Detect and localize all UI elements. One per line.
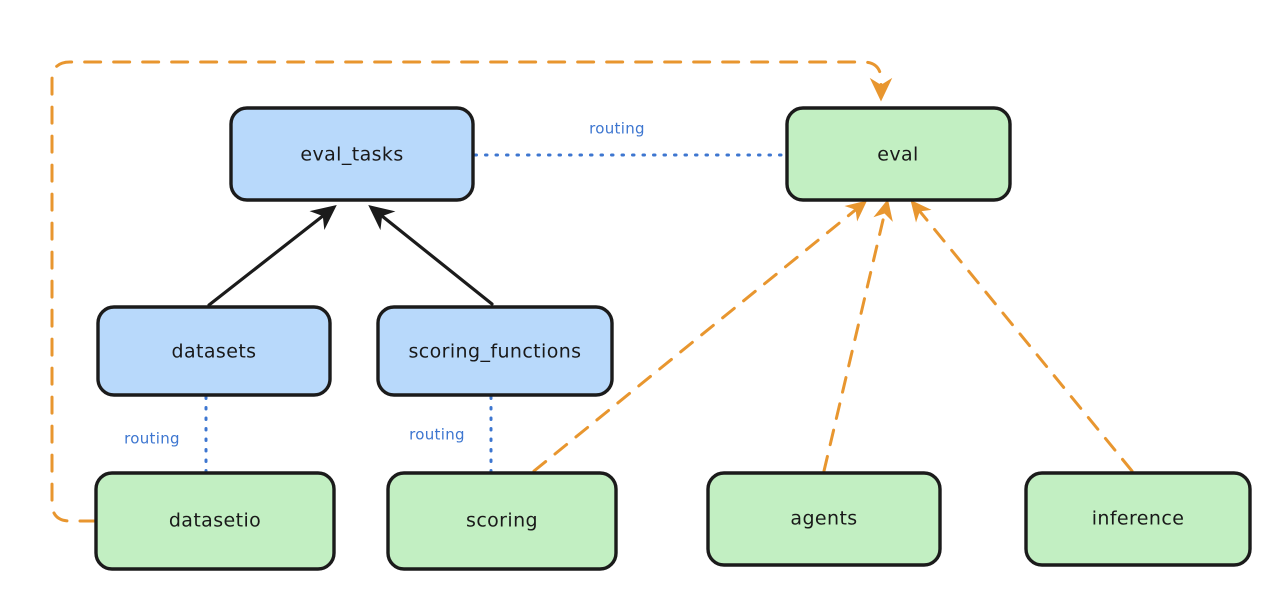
node-shape-agents[interactable] xyxy=(706,471,942,567)
edge-scoring_functions-to-eval_tasks xyxy=(368,205,494,306)
node-shape-datasetio[interactable] xyxy=(94,471,336,571)
edge-datasets-to-eval_tasks xyxy=(207,205,337,307)
edge-path-agents-eval xyxy=(822,199,893,473)
edge-path-scoring_functions-eval_tasks xyxy=(368,205,494,306)
node-scoring_functions[interactable]: scoring_functions xyxy=(376,305,614,397)
edge-scoring_functions-to-scoring: routing xyxy=(409,395,493,473)
node-label-eval: eval xyxy=(877,144,918,166)
node-shape-inference[interactable] xyxy=(1024,471,1252,567)
node-inference[interactable]: inference xyxy=(1024,471,1252,567)
edge-datasetio-to-eval xyxy=(50,60,893,523)
edge-inference-to-eval xyxy=(910,199,1134,473)
node-label-scoring_functions: scoring_functions xyxy=(409,341,582,363)
edge-label-eval_tasks-eval: routing xyxy=(589,120,645,138)
node-scoring[interactable]: scoring xyxy=(386,471,618,571)
edge-label-scoring_functions-scoring: routing xyxy=(409,426,465,444)
edge-path-datasets-eval_tasks xyxy=(207,205,337,307)
node-eval[interactable]: eval xyxy=(785,106,1012,202)
edge-path-inference-eval xyxy=(910,199,1134,473)
node-label-eval_tasks: eval_tasks xyxy=(300,144,403,166)
node-shape-scoring[interactable] xyxy=(386,471,618,571)
edge-agents-to-eval xyxy=(822,199,893,473)
edge-eval_tasks-to-eval: routing xyxy=(473,120,787,157)
node-shape-eval_tasks[interactable] xyxy=(229,106,475,202)
edge-label-datasets-datasetio: routing xyxy=(124,430,180,448)
node-label-scoring: scoring xyxy=(466,510,538,532)
node-shape-scoring_functions[interactable] xyxy=(376,305,614,397)
node-label-datasetio: datasetio xyxy=(169,510,261,532)
node-label-datasets: datasets xyxy=(172,341,257,363)
node-agents[interactable]: agents xyxy=(706,471,942,567)
node-label-agents: agents xyxy=(790,508,857,530)
node-label-inference: inference xyxy=(1092,508,1185,530)
edge-path-scoring-eval xyxy=(532,200,868,473)
node-shape-eval[interactable] xyxy=(785,106,1012,202)
node-eval_tasks[interactable]: eval_tasks xyxy=(229,106,475,202)
node-datasets[interactable]: datasets xyxy=(96,305,332,397)
edge-path-datasetio-eval xyxy=(50,60,893,523)
edge-datasets-to-datasetio: routing xyxy=(124,395,208,473)
edge-scoring-to-eval xyxy=(532,200,868,473)
node-shape-datasets[interactable] xyxy=(96,305,332,397)
node-datasetio[interactable]: datasetio xyxy=(94,471,336,571)
